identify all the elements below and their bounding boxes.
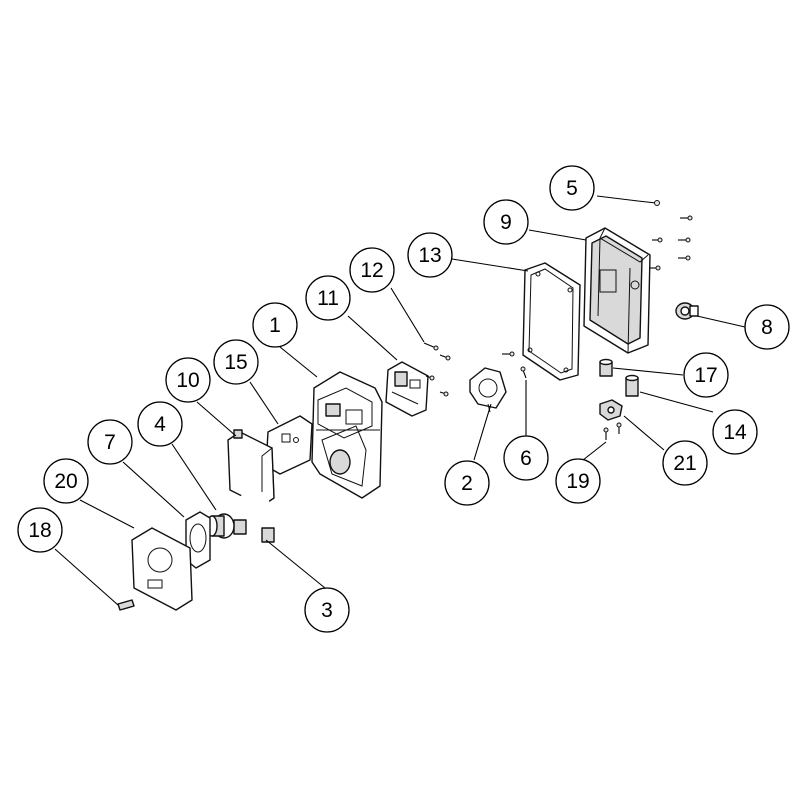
callout-14: 14 [712,409,758,455]
callout-10: 10 [165,357,211,403]
callout-2: 2 [444,460,490,506]
svg-text:3: 3 [321,599,333,622]
svg-text:21: 21 [673,452,696,475]
part-gasket-plate [522,262,581,381]
callout-13: 13 [407,232,453,278]
part-bracket-21 [599,399,623,421]
part-collar-4 [206,513,235,539]
callout-11: 11 [305,275,351,321]
part-enclosure-box [583,227,651,354]
callout-6: 6 [503,435,549,481]
callout-19: 20 [43,458,89,504]
svg-text:19: 19 [566,470,589,493]
callout-7: 7 [87,419,133,465]
part-motor-2 [469,351,515,413]
svg-text:15: 15 [224,351,247,374]
svg-text:18: 18 [28,519,51,542]
callout-17: 17 [683,352,729,398]
svg-text:8: 8 [761,316,773,339]
part-tag-18 [117,599,135,611]
svg-text:20: 20 [54,470,77,493]
svg-text:7: 7 [104,431,116,454]
svg-text:14: 14 [723,421,747,444]
svg-text:17: 17 [694,364,717,387]
svg-text:6: 6 [520,447,532,470]
svg-text:9: 9 [500,211,512,234]
callout-1: 1 [252,302,298,348]
callout-8: 8 [744,304,790,350]
callout-4: 4 [137,401,183,447]
callout-21: 21 [662,440,708,486]
part-circuit-board [385,361,429,417]
svg-text:5: 5 [566,177,578,200]
callout-3: 3 [304,587,350,633]
svg-text:4: 4 [154,413,166,436]
svg-text:1: 1 [269,314,281,337]
part-fitting-17 [599,358,613,377]
callout-18: 18 [17,507,63,553]
leader-lines [54,195,746,606]
callout-20: 19 [555,458,601,504]
callout-9: 9 [483,199,529,245]
callout-15: 15 [213,339,259,385]
part-module-10 [227,429,275,507]
part-screws-12 [423,342,451,397]
part-front-cover-19 [131,527,193,611]
callout-5: 5 [549,165,595,211]
part-pipe-3 [233,490,275,543]
part-pin-6 [520,366,527,379]
svg-text:2: 2 [461,472,473,495]
part-main-housing [311,371,383,499]
svg-text:10: 10 [176,369,199,392]
part-cable-gland [675,302,699,320]
svg-text:11: 11 [317,287,339,310]
svg-text:12: 12 [360,259,383,282]
part-screws-box [637,200,693,271]
callout-12: 12 [349,247,395,293]
svg-text:13: 13 [418,244,441,267]
part-fitting-14 [625,374,639,397]
part-screws-20 [603,422,622,440]
